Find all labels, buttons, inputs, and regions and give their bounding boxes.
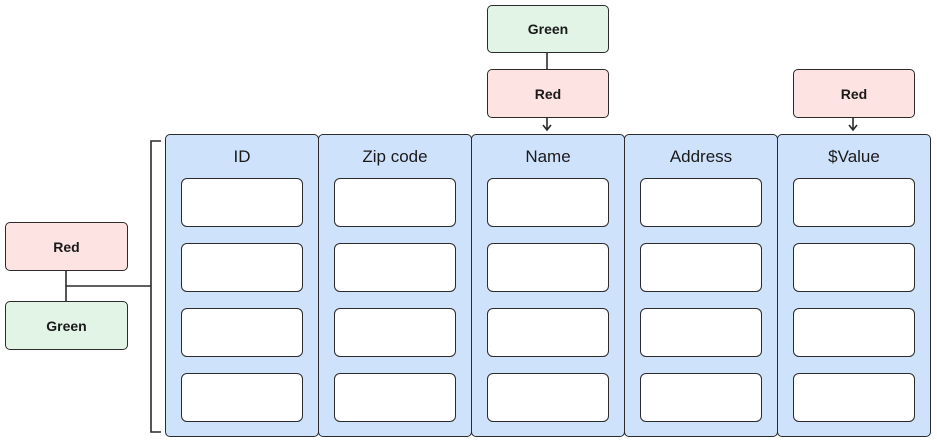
table-cell[interactable]: [181, 373, 303, 422]
table-cell[interactable]: [793, 178, 915, 227]
table-cell[interactable]: [640, 308, 762, 357]
name-red-tag: Red: [487, 69, 609, 118]
value-arrow: [848, 118, 858, 132]
name-green-tag: Green: [487, 5, 609, 53]
column-header-address: Address: [669, 147, 733, 166]
column-zip-code: Zip code: [318, 134, 472, 437]
column-name: Name: [471, 134, 625, 437]
table-cell[interactable]: [181, 178, 303, 227]
table-cell[interactable]: [334, 308, 456, 357]
column-address: Address: [624, 134, 778, 437]
table-cell[interactable]: [181, 243, 303, 292]
table-cell[interactable]: [793, 243, 915, 292]
table-cell[interactable]: [334, 243, 456, 292]
column-header-id: ID: [233, 147, 251, 166]
column-id: ID: [165, 134, 319, 437]
name-arrow: [542, 118, 552, 132]
value-red-tag: Red: [793, 69, 915, 118]
table-cell[interactable]: [334, 178, 456, 227]
table-cell[interactable]: [181, 308, 303, 357]
table-cell[interactable]: [334, 373, 456, 422]
table-cell[interactable]: [640, 178, 762, 227]
table-cell[interactable]: [487, 373, 609, 422]
table-cell[interactable]: [487, 243, 609, 292]
column-value: $Value: [777, 134, 931, 437]
table-cell[interactable]: [640, 243, 762, 292]
table-cell[interactable]: [793, 308, 915, 357]
rows-bracket: [150, 140, 161, 433]
table-cell[interactable]: [487, 178, 609, 227]
column-header-zip-code: Zip code: [362, 147, 428, 166]
table-cell[interactable]: [487, 308, 609, 357]
table-cell[interactable]: [793, 373, 915, 422]
table-cell[interactable]: [640, 373, 762, 422]
rows-red-tag: Red: [5, 222, 128, 271]
rows-green-tag: Green: [5, 301, 128, 350]
rows-connector: [65, 270, 151, 301]
column-header-name: Name: [525, 147, 571, 166]
column-header-value: $Value: [828, 147, 880, 166]
